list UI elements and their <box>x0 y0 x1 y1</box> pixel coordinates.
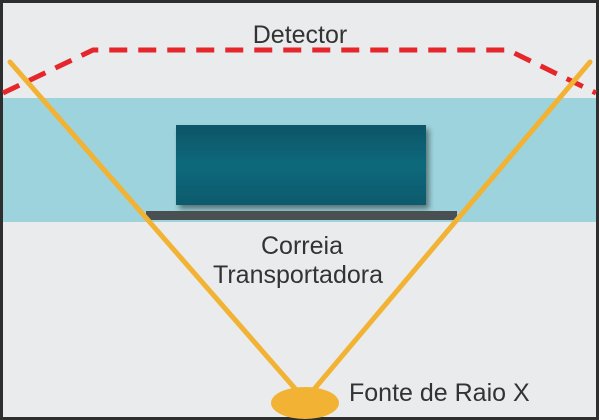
inspected-object <box>176 125 426 205</box>
source-label: Fonte de Raio X <box>349 379 530 407</box>
xray-source <box>271 387 339 419</box>
belt-label-line1: Correia <box>261 232 343 260</box>
xray-beam-left <box>7 59 308 403</box>
conveyor-belt <box>146 211 457 220</box>
detector-line <box>1 47 598 96</box>
belt-label-line2: Transportadora <box>213 261 383 289</box>
detector-label: Detector <box>253 21 347 49</box>
xray-beam-right <box>302 59 593 403</box>
